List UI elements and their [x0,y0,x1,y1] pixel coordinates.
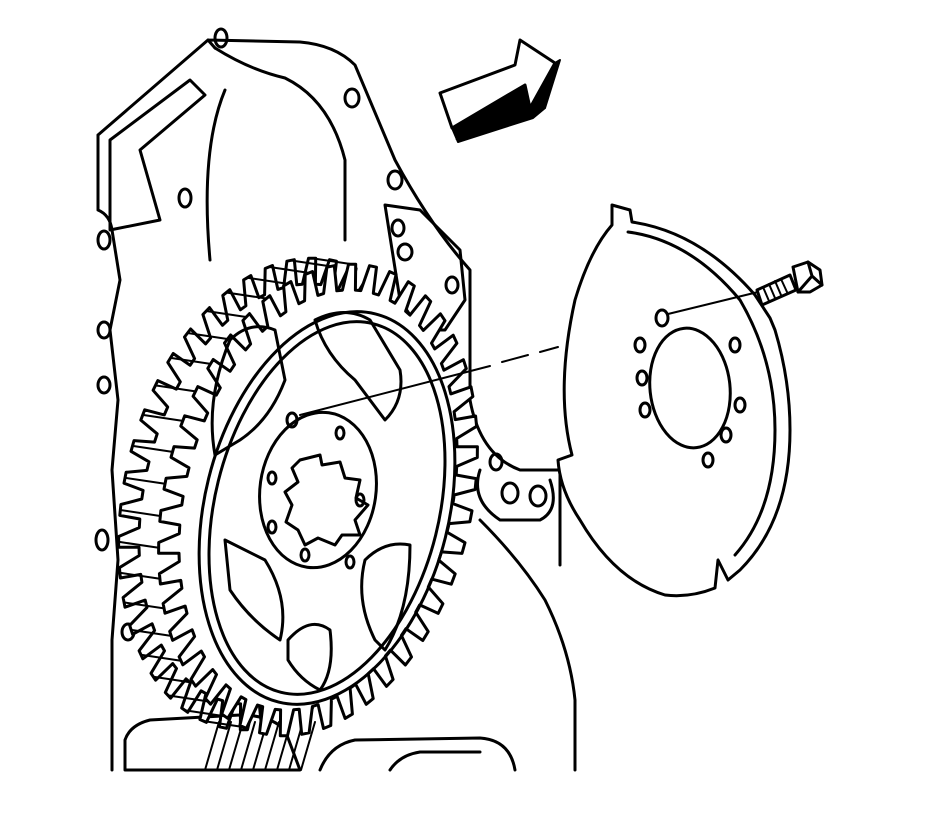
gear-web-openings [210,311,412,692]
retaining-bolt [755,260,824,307]
gear-tooth-face [169,356,212,365]
gear-tooth-face [130,628,173,637]
gear-tooth-face [139,653,182,662]
gear-tooth-face [205,310,248,318]
gear-tooth-face [152,675,195,684]
gear-tooth-face [119,509,162,517]
gear-tooth-face [166,694,209,703]
gear-tooth-face [131,444,174,453]
gear-tooth-face [118,571,161,580]
gear-tooth-face [186,332,229,340]
gear-tooth-face [124,476,166,485]
crank-gear-tooth [300,721,316,771]
gear-tooth-face [311,257,354,266]
crank-gear-tooth [240,721,256,771]
thrust-plate [556,203,792,598]
gear-tooth-face [267,265,310,274]
gear-tooth-face [141,413,184,422]
gear-tooth-face [183,709,226,718]
crankshaft-gear [123,713,517,772]
gear-tooth-face [246,276,289,285]
camshaft-gear [117,256,479,738]
gear-hub [258,410,378,570]
alignment-guide-lines [299,291,759,416]
gear-tooth-face [202,720,245,728]
gear-tooth-face [289,259,332,268]
gear-tooth-face [154,384,197,393]
gear-tooth-face [225,291,268,300]
crank-gear-tooth [216,721,232,771]
direction-arrow-icon [438,38,561,143]
crank-gear-tooth [264,721,280,771]
gear-tooth-face [123,601,165,610]
gear-tooth-face [117,540,160,549]
crank-gear-tooth [204,721,220,771]
